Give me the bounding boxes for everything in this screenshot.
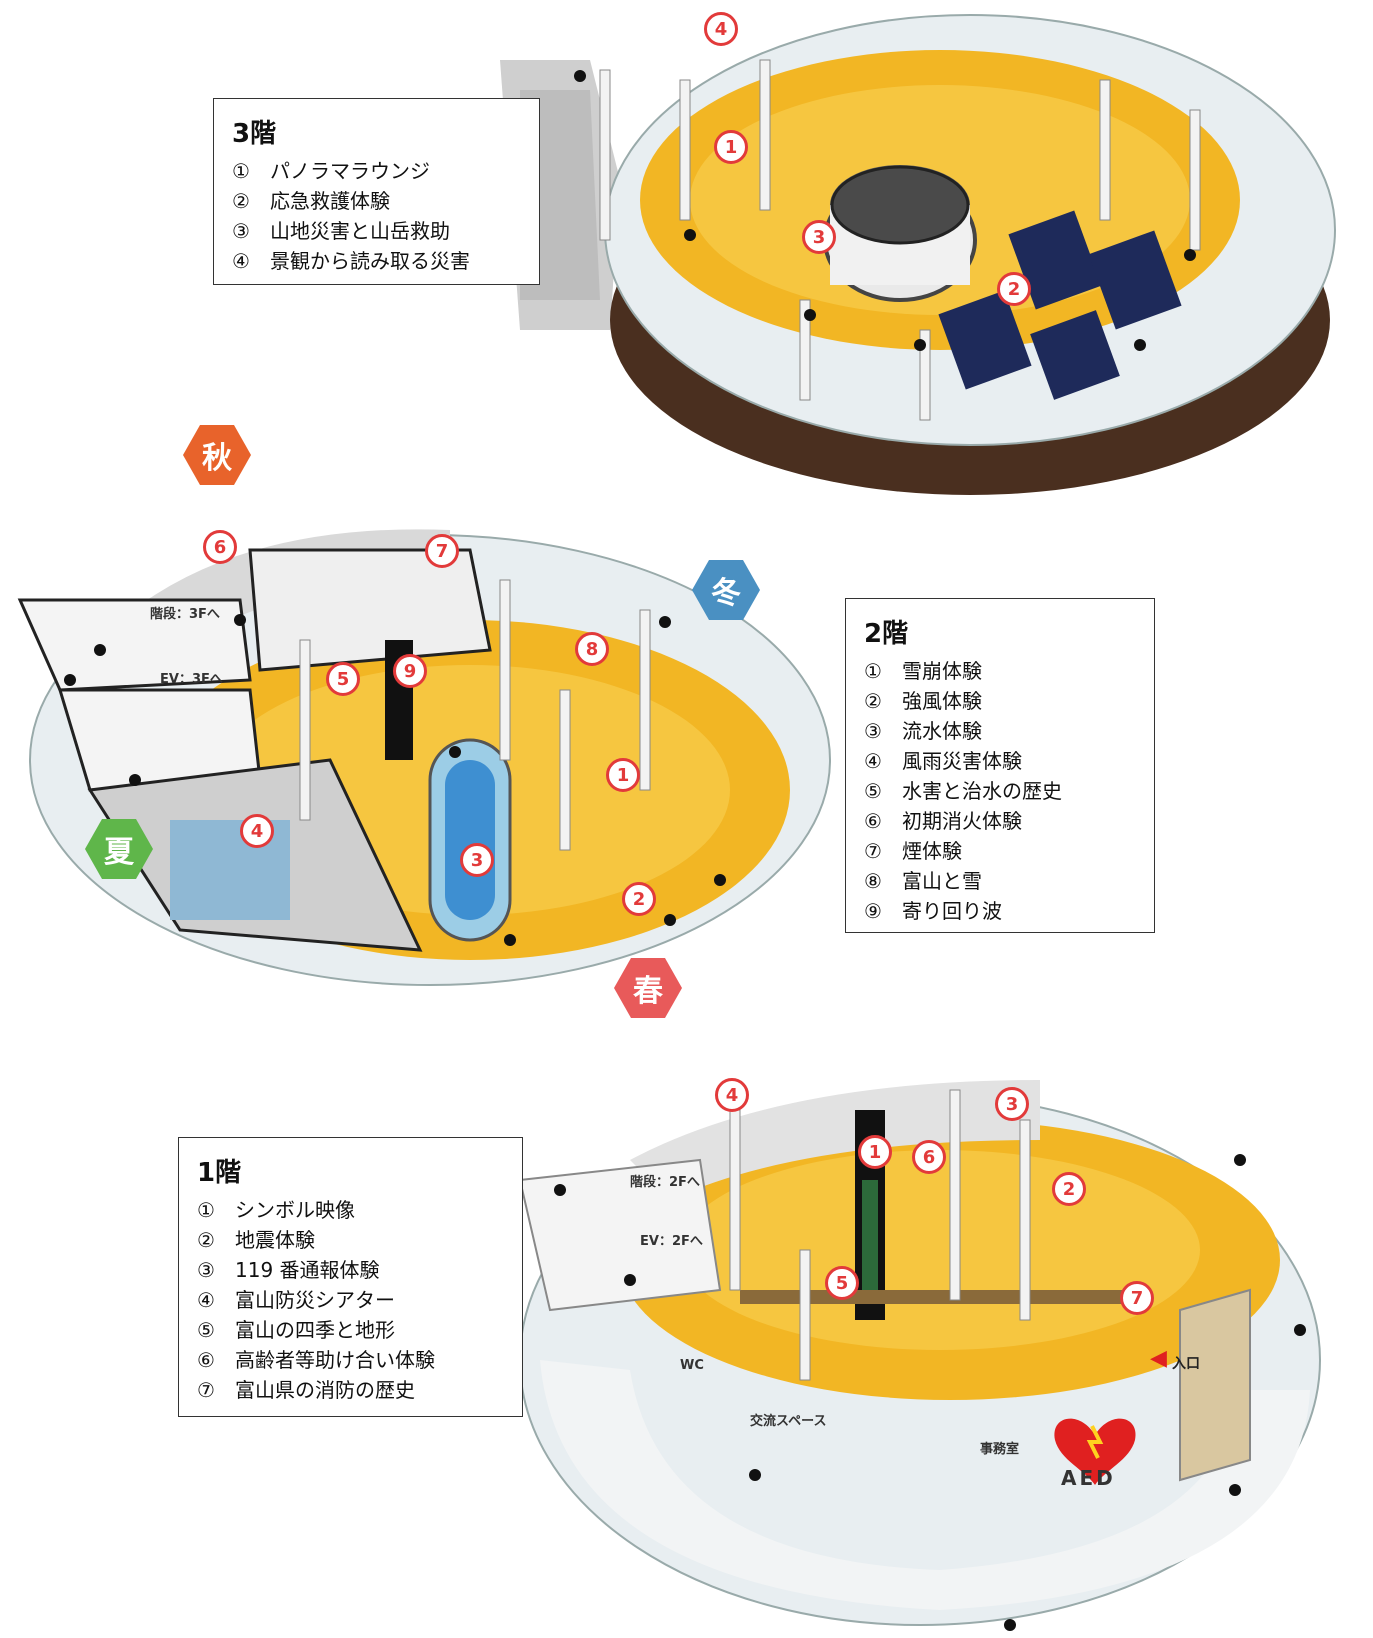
exchange-space-label: 交流スペース [750,1414,827,1429]
elevator-label-2f: EV：3Fへ [160,672,223,687]
floor3-map: 4 1 3 2 [500,0,1373,520]
stairs-label-1f: 階段：2Fへ [630,1175,700,1190]
map-marker-1f-3: 3 [995,1087,1029,1121]
floor2-illustration [17,529,831,986]
elevator-label-1f: EV：2Fへ [640,1234,703,1249]
floor1-map: 階段：2Fへ EV：2Fへ WC 交流スペース 事務室 AED 入口 ◀ 4 3… [480,1030,1373,1638]
map-marker-2f-6: 6 [203,530,237,564]
map-marker-2f-2: 2 [622,882,656,916]
map-marker-2f-5: 5 [326,662,360,696]
office-label: 事務室 [980,1442,1020,1457]
map-marker-2f-4: 4 [240,814,274,848]
map-marker-1f-6: 6 [912,1140,946,1174]
floor1-title: 1階 [197,1158,242,1188]
entrance-label: 入口 [1172,1356,1200,1372]
map-marker-2f-3: 3 [460,843,494,877]
map-marker-1f-7: 7 [1120,1281,1154,1315]
map-marker-1f-2: 2 [1052,1172,1086,1206]
map-marker-1f-4: 4 [715,1078,749,1112]
floor3-title: 3階 [232,119,277,149]
floor2-title: 2階 [864,619,909,649]
map-marker-2f-8: 8 [575,632,609,666]
wc-label: WC [680,1358,704,1373]
map-marker-3f-4: 4 [704,12,738,46]
season-autumn-badge: 秋 [183,425,251,485]
floor2-map: 階段：3Fへ EV：3Fへ 6 7 8 5 9 1 4 3 2 [0,490,840,1030]
map-marker-2f-7: 7 [425,534,459,568]
aed-label: AED [1061,1466,1116,1490]
map-marker-3f-2: 2 [997,272,1031,306]
stairs-label-2f: 階段：3Fへ [150,607,220,622]
map-marker-2f-1: 1 [606,758,640,792]
floor3-illustration [500,14,1336,495]
entrance-arrow-icon: ◀ [1150,1346,1167,1371]
map-marker-1f-1: 1 [858,1135,892,1169]
map-marker-3f-3: 3 [802,220,836,254]
map-marker-2f-9: 9 [393,654,427,688]
map-marker-1f-5: 5 [825,1266,859,1300]
floor1-illustration [518,1080,1321,1631]
map-marker-3f-1: 1 [714,130,748,164]
